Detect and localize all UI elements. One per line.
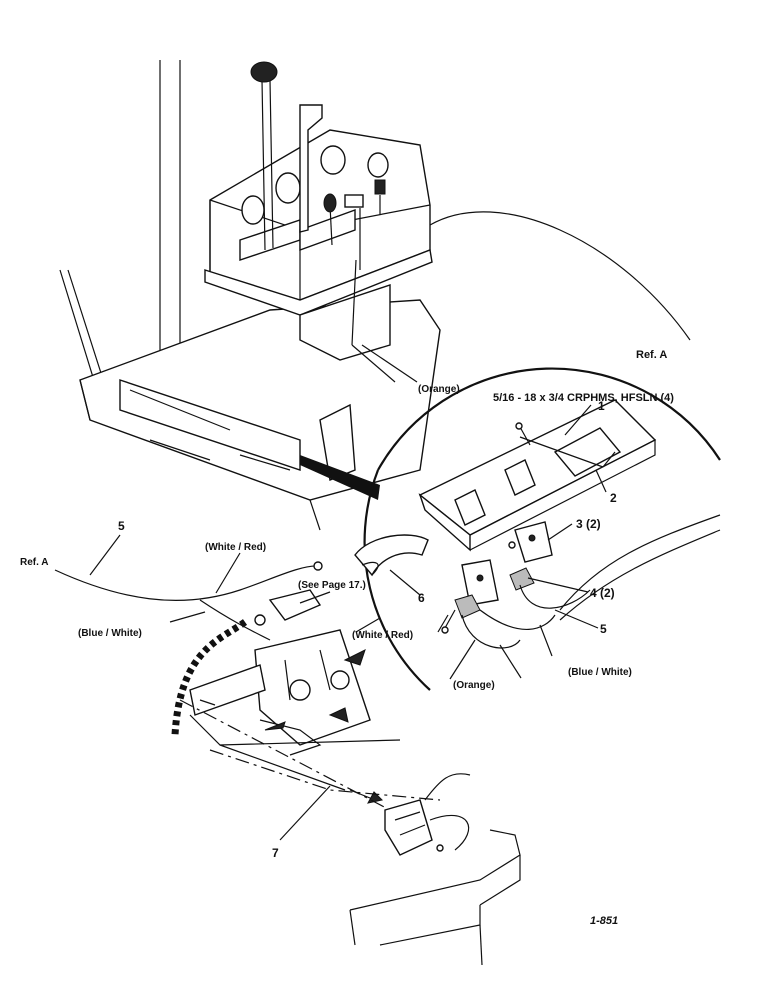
label-blue-white-left: (Blue / White) [78, 628, 142, 639]
label-blue-white-right: (Blue / White) [568, 667, 632, 678]
label-white-red-right: (White / Red) [352, 630, 413, 641]
label-orange-bottom: (Orange) [453, 680, 495, 691]
detail-circle [377, 367, 721, 471]
label-white-red-left: (White / Red) [205, 542, 266, 553]
valve-assembly [54, 561, 521, 966]
callout-6: 6 [418, 591, 425, 605]
callout-5-left: 5 [118, 519, 125, 533]
label-ref-a-left: Ref. A [20, 557, 49, 568]
label-hardware: 5/16 - 18 x 3/4 CRPHMS, HFSLN (4) [493, 392, 674, 404]
callout-2: 2 [610, 491, 617, 505]
callout-1: 1 [598, 399, 605, 413]
label-see-page: (See Page 17.) [298, 580, 366, 591]
console-assembly [59, 60, 691, 531]
callout-7: 7 [272, 846, 279, 860]
switch-plate-detail [354, 399, 721, 649]
label-orange-top: (Orange) [418, 384, 460, 395]
leader-lines [89, 344, 616, 841]
callout-5-right: 5 [600, 622, 607, 636]
callout-3: 3 (2) [576, 517, 601, 531]
figure-id: 1-851 [590, 915, 618, 927]
detail-pointer [300, 455, 380, 500]
label-ref-a-top: Ref. A [636, 349, 667, 361]
callout-4: 4 (2) [590, 586, 615, 600]
